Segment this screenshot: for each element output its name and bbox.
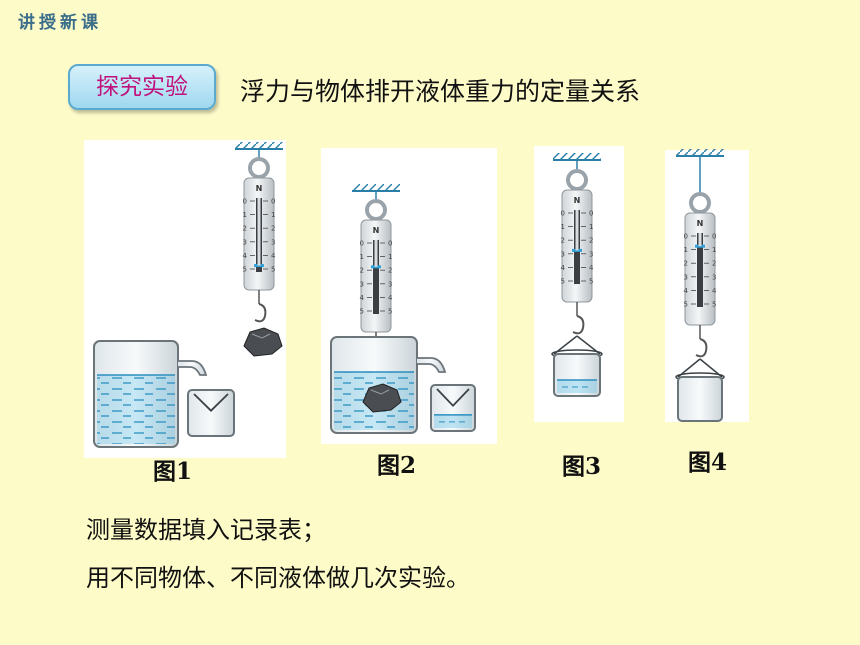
support-fig4 [676, 149, 724, 157]
scale-tick-right: 3 [388, 280, 392, 288]
hanging-beaker-fig3 [553, 353, 601, 397]
catch-beaker-fig2 [430, 384, 476, 432]
scale-tick-right: 2 [589, 237, 593, 245]
scale-tick-left: 2 [243, 225, 247, 233]
figure-3-label: 图3 [562, 453, 602, 480]
scale-tick-left: 3 [561, 250, 565, 258]
scale-tick-left: 1 [360, 253, 364, 261]
scale-tick-right: 4 [271, 252, 276, 260]
scale-tick-left: 2 [684, 260, 688, 268]
experiment-badge: 探究实验 [68, 64, 216, 110]
scale-tick-right: 3 [271, 238, 275, 246]
scale-unit-label: N [256, 184, 263, 193]
hanging-beaker-fig4 [677, 376, 723, 422]
scale-unit-label: N [697, 219, 704, 228]
scale-tick-left: 5 [243, 266, 247, 274]
scale-tick-right: 3 [712, 273, 716, 281]
rock-fig1 [243, 327, 283, 357]
scale-tick-right: 0 [712, 233, 716, 241]
note-repeat-experiment: 用不同物体、不同液体做几次实验。 [86, 564, 470, 592]
scale-tick-right: 2 [388, 267, 392, 275]
figure-4-label: 图4 [688, 449, 728, 476]
scale-tick-left: 3 [360, 280, 364, 288]
scale-tick-right: 5 [589, 278, 593, 286]
overflow-beaker-fig1 [93, 340, 208, 448]
scale-tick-left: 4 [684, 287, 689, 295]
scale-tick-right: 0 [589, 210, 593, 218]
note-record-data: 测量数据填入记录表； [86, 516, 326, 544]
scale-tick-left: 0 [360, 240, 364, 248]
figure-2-label: 图2 [377, 452, 417, 479]
section-tag: 讲授新课 [18, 13, 102, 33]
support-fig3 [553, 153, 601, 161]
page-heading: 浮力与物体排开液体重力的定量关系 [240, 77, 641, 106]
scale-tick-right: 2 [712, 260, 716, 268]
scale-tick-left: 4 [561, 264, 566, 272]
scale-tick-right: 5 [712, 301, 716, 309]
scale-tick-right: 0 [271, 198, 275, 206]
scale-tick-left: 2 [561, 237, 565, 245]
scale-tick-right: 1 [271, 211, 275, 219]
scale-tick-left: 4 [360, 294, 365, 302]
scale-tick-right: 2 [271, 225, 275, 233]
scale-tick-left: 5 [561, 278, 565, 286]
scale-tick-right: 1 [712, 246, 716, 254]
scale-tick-left: 1 [684, 246, 688, 254]
scale-unit-label: N [373, 226, 380, 235]
support-fig2 [352, 184, 400, 192]
scale-tick-left: 2 [360, 267, 364, 275]
scale-tick-left: 1 [561, 223, 565, 231]
scale-tick-left: 5 [360, 308, 364, 316]
scale-tick-left: 0 [561, 210, 565, 218]
scale-tick-right: 5 [271, 266, 275, 274]
scale-tick-left: 0 [684, 233, 688, 241]
scale-tick-right: 4 [712, 287, 717, 295]
scale-tick-left: 5 [684, 301, 688, 309]
scale-tick-right: 4 [388, 294, 393, 302]
scale-tick-left: 4 [243, 252, 248, 260]
scale-tick-left: 3 [684, 273, 688, 281]
scale-unit-label: N [574, 196, 581, 205]
scale-tick-right: 3 [589, 250, 593, 258]
scale-tick-right: 1 [589, 223, 593, 231]
support-fig1 [235, 142, 283, 150]
figure-1-label: 图1 [153, 458, 193, 485]
scale-tick-right: 5 [388, 308, 392, 316]
scale-tick-left: 0 [243, 198, 247, 206]
scale-tick-left: 1 [243, 211, 247, 219]
catch-beaker-fig1 [187, 389, 235, 437]
overflow-beaker-fig2 [330, 336, 447, 434]
scale-tick-left: 3 [243, 238, 247, 246]
scale-tick-right: 1 [388, 253, 392, 261]
scale-tick-right: 4 [589, 264, 594, 272]
scale-tick-right: 0 [388, 240, 392, 248]
